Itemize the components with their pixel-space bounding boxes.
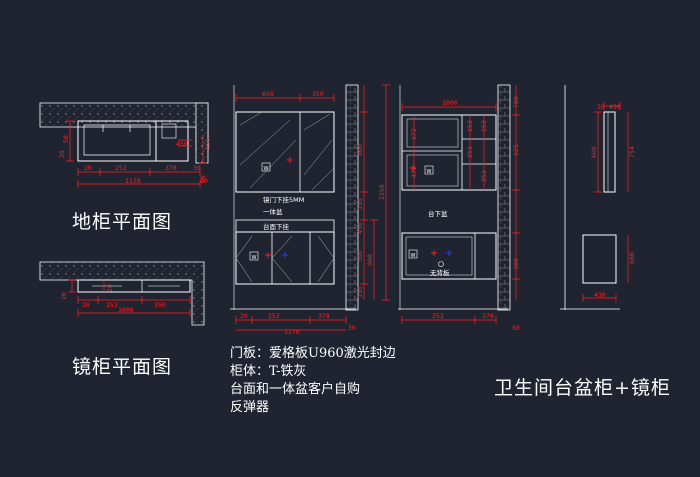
note-countertop: 台面和一体盆客户自购	[230, 382, 361, 397]
label-no-back: 无背板	[430, 268, 450, 277]
note-cabinet-body: 柜体：T-铁灰	[230, 364, 307, 379]
dim-side-3: 754	[628, 146, 636, 158]
dim-front-left-8: 2350	[378, 184, 386, 200]
dim-front-left-7: 900	[366, 254, 374, 266]
floor-cabinet-plan: 20 252 378 1170 30 20 50 20 450 20 450	[39, 102, 212, 188]
dim-floor-2: 378	[165, 164, 177, 172]
dim-front-right-11: 325	[512, 144, 520, 156]
dim-front-left-9: 20	[240, 312, 248, 320]
dim-front-right-1: 372	[410, 128, 418, 140]
dim-floor-5: 20	[58, 150, 66, 158]
dim-front-right-6: 253	[480, 170, 488, 182]
label-under-counter-basin: 台下盆	[428, 209, 448, 218]
dim-side-1: 450	[609, 103, 621, 111]
dim-floor-9: 20	[200, 177, 208, 185]
dim-front-left-2: 800	[356, 144, 364, 156]
dim-front-left-6: 150	[356, 286, 364, 298]
dim-floor-6: 50	[62, 135, 70, 143]
box-label-1: W	[264, 166, 269, 172]
dim-front-right-8: 378	[482, 312, 494, 320]
box-label-4: W	[411, 253, 416, 259]
dim-floor-1: 252	[115, 164, 127, 172]
dim-front-right-5: 253	[480, 120, 488, 132]
floor-cabinet-plan-title: 地柜平面图	[72, 211, 173, 233]
dim-front-right-3: 253	[466, 120, 474, 132]
dim-front-left-12: 1170	[284, 328, 300, 336]
dim-floor-3: 1170	[125, 177, 141, 185]
dim-front-right-7: 252	[432, 312, 444, 320]
dim-side-0: 20	[597, 103, 605, 111]
dim-front-right-0: 1000	[442, 99, 458, 107]
dim-side-4: 600	[628, 252, 636, 264]
dim-front-left-10: 252	[268, 312, 280, 320]
dim-front-right-2: 372	[410, 166, 418, 178]
dim-front-left-3: 150	[356, 198, 364, 210]
dim-front-left-1: 350	[312, 90, 324, 98]
dim-floor-0: 20	[84, 164, 92, 172]
label-mirror-door: 镜门下挂5MM	[263, 195, 304, 204]
dim-floor-10: 450	[176, 140, 188, 148]
dim-mirror-4: 20	[60, 292, 68, 300]
mirror-cabinet-plan-title: 镜柜平面图	[72, 356, 173, 378]
dim-side-5: 430	[594, 291, 606, 299]
dim-front-right-12: 100	[512, 258, 520, 270]
dim-front-left-4: 450	[356, 222, 364, 234]
dim-front-left-0: 650	[262, 90, 274, 98]
dim-front-right-9: 50	[512, 324, 520, 332]
dim-mirror-2: 350	[154, 301, 166, 309]
note-rebounder: 反弹器	[230, 400, 270, 415]
dim-front-left-5: 500	[356, 250, 364, 262]
dim-front-left-13: 30	[348, 324, 356, 332]
side-elevation: 20 450 600 754 600 430	[560, 85, 636, 310]
box-label-3: W	[427, 169, 432, 175]
dim-floor-8: 450	[204, 138, 212, 150]
dim-side-2: 600	[590, 146, 598, 158]
label-counter: 台面下挂	[263, 222, 290, 231]
box-label-2: W	[252, 255, 257, 261]
dim-mirror-5: 20	[106, 284, 114, 292]
mirror-cabinet-plan: 20 252 350 1000 20 20	[39, 261, 205, 326]
note-door-panel: 门板：爱格板U960激光封边	[230, 346, 396, 361]
dim-floor-7: 20	[199, 175, 207, 183]
front-elevation-right: W W 台下盆 无背板 1000 372 372 253 253 253 253…	[398, 84, 520, 332]
front-elevation-left: W W 镜门下挂5MM 一体盆 台面下挂 650 350 800 150 450	[230, 84, 390, 336]
material-notes: 门板：爱格板U960激光封边 柜体：T-铁灰 台面和一体盆客户自购 反弹器	[230, 345, 396, 417]
dim-mirror-1: 252	[106, 301, 118, 309]
label-basin: 一体盆	[263, 207, 283, 216]
dim-front-right-4: 253	[466, 146, 474, 158]
main-title: 卫生间台盆柜+镜柜	[494, 377, 671, 399]
dim-mirror-3: 1000	[118, 306, 134, 314]
dim-floor-4: 30	[193, 164, 201, 172]
dim-front-left-11: 378	[318, 312, 330, 320]
dim-mirror-0: 20	[82, 301, 90, 309]
dim-front-right-10: 700	[512, 96, 520, 108]
